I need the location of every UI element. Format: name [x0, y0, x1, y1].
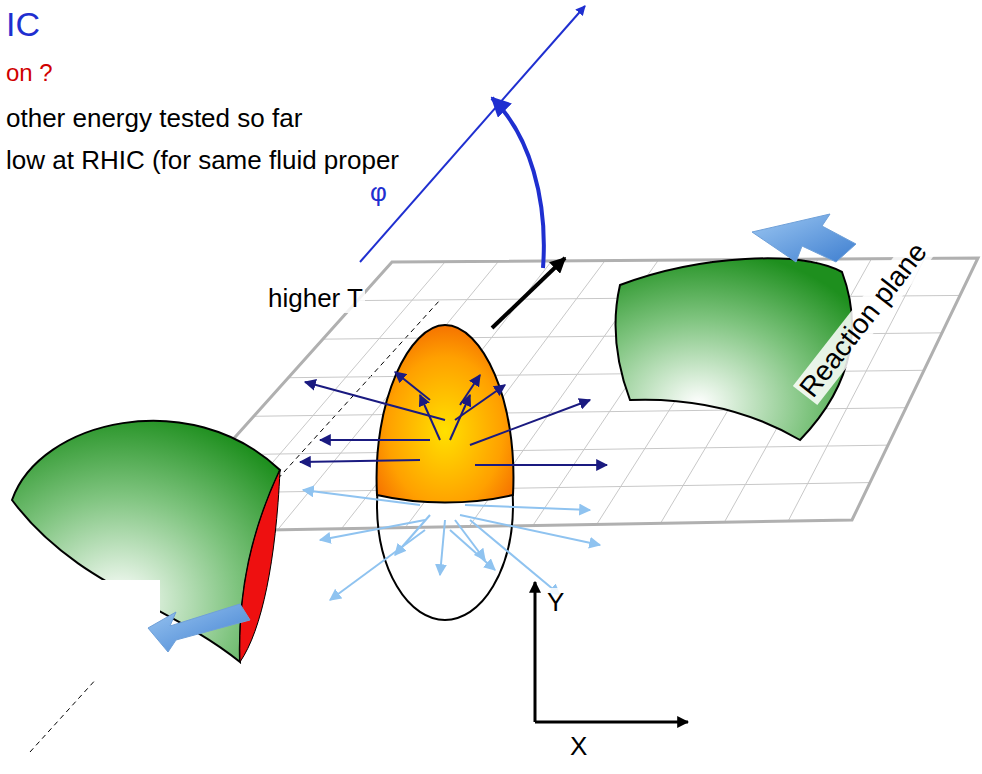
phi-direction [360, 6, 585, 262]
nucleus [616, 258, 852, 440]
flow-arrow [330, 530, 425, 600]
fireball [377, 325, 514, 503]
flow-arrow [475, 464, 607, 466]
flow-arrow [420, 395, 440, 440]
flow-arrow [320, 439, 430, 441]
axis-label: Y [545, 588, 566, 617]
flow-arrow [450, 530, 495, 570]
flow-arrow [465, 505, 590, 510]
bullet-text: other energy tested so far [4, 104, 304, 133]
flow-arrow [300, 460, 420, 462]
flow-arrow [470, 400, 590, 445]
bullet-text: on ? [4, 60, 55, 86]
flow-arrow [303, 490, 420, 505]
bullet-text: low at RHIC (for same fluid proper [4, 146, 401, 175]
motion-arrow [148, 604, 250, 652]
spectator-crescent [240, 470, 280, 662]
slide-title: IC [4, 6, 42, 43]
grid-line [219, 445, 888, 455]
y-axis [534, 582, 537, 722]
motion-arrow [752, 214, 856, 262]
bullet-text: higher T [266, 284, 365, 313]
flow-arrow [470, 520, 560, 595]
x-axis [535, 721, 688, 724]
impact-direction [492, 258, 565, 328]
flow-arrow [440, 520, 445, 575]
flow-arrow [460, 375, 480, 405]
flow-arrows [300, 372, 607, 600]
angle-label: φ [368, 178, 389, 207]
flow-arrow [320, 520, 425, 540]
reaction-plane-grid [185, 258, 960, 531]
flow-arrow [455, 520, 485, 560]
flow-arrow [395, 372, 430, 400]
flow-arrow [305, 382, 445, 420]
grid-line [185, 483, 870, 494]
phi-arc [492, 98, 544, 268]
axis-label: X [568, 732, 589, 761]
